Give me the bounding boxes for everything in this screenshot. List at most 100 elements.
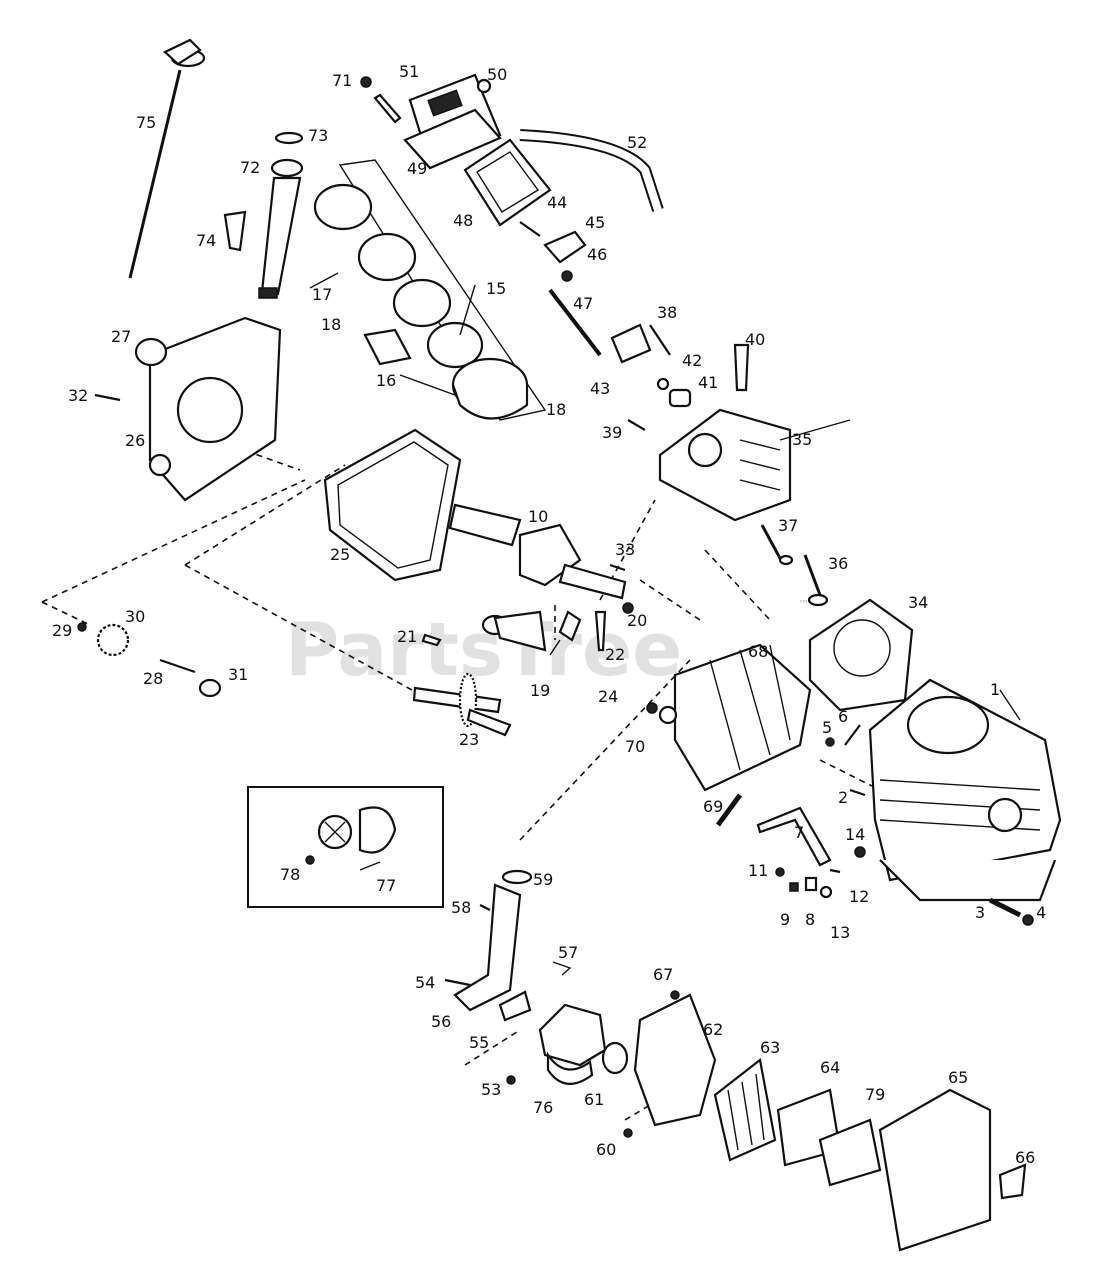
- part-label-38: 38: [657, 303, 677, 322]
- part-label-39: 39: [602, 423, 622, 442]
- part-label-36: 36: [828, 554, 848, 573]
- governor-rod-69: [715, 793, 743, 827]
- air-filter: [713, 1058, 777, 1162]
- part-label-32: 32: [68, 386, 88, 405]
- bolt-21: [421, 633, 442, 647]
- part-label-53: 53: [481, 1080, 501, 1099]
- part-label-43: 43: [590, 379, 610, 398]
- part-label-4: 4: [1036, 903, 1046, 922]
- screw-5: [825, 737, 835, 747]
- part-label-49: 49: [407, 159, 427, 178]
- valve-spring-41: [668, 388, 692, 408]
- nut-9: [789, 882, 799, 892]
- part-label-78: 78: [280, 865, 300, 884]
- part-label-50: 50: [487, 65, 507, 84]
- part-label-20: 20: [627, 611, 647, 630]
- part-label-76: 76: [533, 1098, 553, 1117]
- push-rod: [548, 288, 602, 357]
- valve-cover-gasket: [463, 138, 552, 227]
- pin-2: [849, 788, 866, 797]
- nut-4: [1022, 914, 1034, 926]
- part-label-15: 15: [486, 279, 506, 298]
- screw-67: [670, 990, 680, 1000]
- part-label-33: 33: [615, 540, 635, 559]
- part-label-35: 35: [792, 430, 812, 449]
- bolt-20: [622, 602, 634, 614]
- washer-31: [198, 678, 222, 698]
- part-label-51: 51: [399, 62, 419, 81]
- rocker-nut: [561, 270, 573, 282]
- part-label-31: 31: [228, 665, 248, 684]
- part-label-45: 45: [585, 213, 605, 232]
- part-label-11: 11: [748, 861, 768, 880]
- part-label-73: 73: [308, 126, 328, 145]
- nut-14: [854, 846, 866, 858]
- part-label-26: 26: [125, 431, 145, 450]
- watermark-trademark: ™: [798, 598, 809, 611]
- screw-53: [506, 1075, 516, 1085]
- screw-29: [77, 622, 87, 632]
- piston-ring-set: [313, 159, 547, 421]
- crankshaft: [448, 503, 627, 600]
- nut-50: [476, 78, 492, 94]
- bolt-32: [94, 393, 121, 402]
- spark-plug: [733, 343, 750, 392]
- part-label-16: 16: [376, 371, 396, 390]
- part-label-29: 29: [52, 621, 72, 640]
- part-label-77: 77: [376, 876, 396, 895]
- bolt-51: [373, 93, 402, 124]
- part-label-23: 23: [459, 730, 479, 749]
- part-label-54: 54: [415, 973, 435, 992]
- gasket-61: [601, 1041, 629, 1075]
- part-label-67: 67: [653, 965, 673, 984]
- key-33: [609, 563, 626, 572]
- part-label-55: 55: [469, 1033, 489, 1052]
- part-label-62: 62: [703, 1020, 723, 1039]
- part-label-63: 63: [760, 1038, 780, 1057]
- spring-57: [552, 961, 572, 976]
- part-label-34: 34: [908, 593, 928, 612]
- part-label-69: 69: [703, 797, 723, 816]
- part-label-58: 58: [451, 898, 471, 917]
- valve-cover: [403, 73, 502, 170]
- part-label-24: 24: [598, 687, 618, 706]
- part-label-2: 2: [838, 788, 848, 807]
- part-label-41: 41: [698, 373, 718, 392]
- screw-11: [775, 867, 785, 877]
- camshaft: [412, 672, 512, 737]
- connecting-rod: [481, 610, 582, 652]
- part-label-18a: 18: [321, 315, 341, 334]
- piston-assembly: [363, 328, 529, 420]
- exhaust-flange-43: [610, 323, 652, 364]
- part-label-60: 60: [596, 1140, 616, 1159]
- part-label-25: 25: [330, 545, 350, 564]
- head-bolt-39: [627, 419, 646, 431]
- part-label-12: 12: [849, 887, 869, 906]
- part-label-1: 1: [990, 680, 1000, 699]
- muffler: [673, 643, 812, 792]
- part-label-13: 13: [830, 923, 850, 942]
- rocker-stud: [519, 221, 541, 237]
- cylinder-head: [658, 408, 792, 522]
- engine-block: [868, 678, 1062, 902]
- leader-lines: [309, 272, 1021, 871]
- part-label-61: 61: [584, 1090, 604, 1109]
- pin-6: [844, 724, 861, 746]
- part-label-57: 57: [558, 943, 578, 962]
- part-label-72: 72: [240, 158, 260, 177]
- spring-12: [829, 868, 841, 874]
- part-label-46: 46: [587, 245, 607, 264]
- part-label-28: 28: [143, 669, 163, 688]
- governor-gear: [96, 623, 130, 657]
- part-label-6: 6: [838, 707, 848, 726]
- valve-36: [803, 554, 822, 596]
- dipstick: [128, 38, 206, 279]
- clamp-8: [804, 876, 818, 892]
- part-label-19: 19: [530, 681, 550, 700]
- filter-frame-79: [818, 1118, 882, 1187]
- part-number-labels: 1 2 3 4 5 6 7 8 9 10 11 12 13 14 15 16 1…: [52, 62, 1046, 1167]
- part-label-66: 66: [1015, 1148, 1035, 1167]
- part-label-59: 59: [533, 870, 553, 889]
- knob-66: [998, 1163, 1027, 1200]
